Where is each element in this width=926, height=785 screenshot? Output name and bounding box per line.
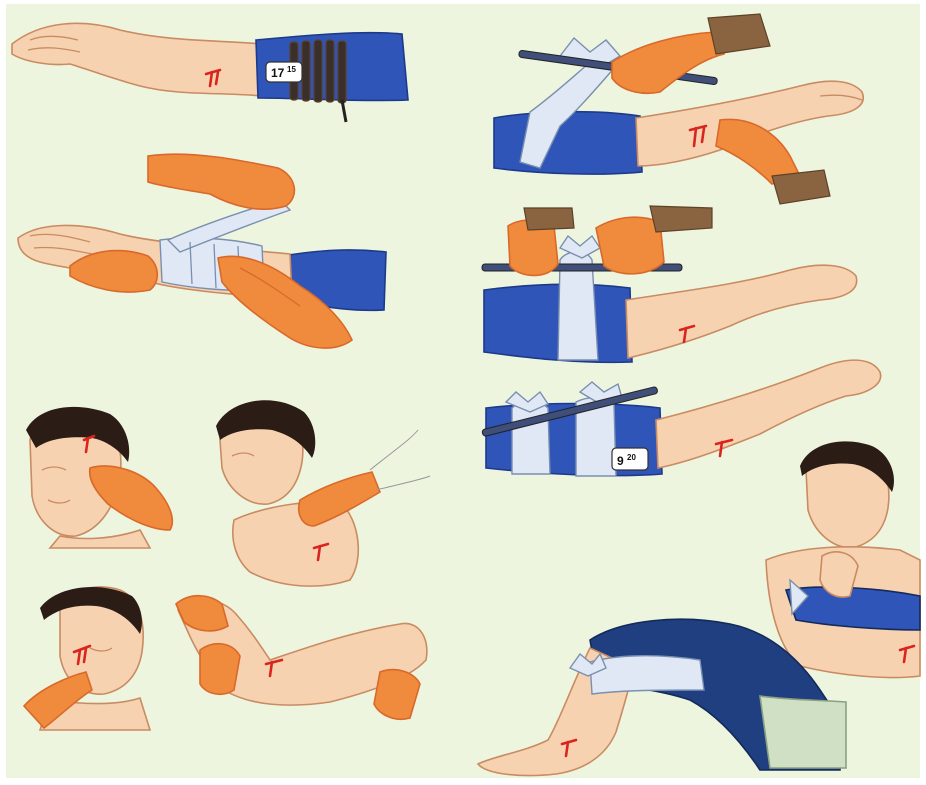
svg-text:9: 9 bbox=[617, 454, 624, 468]
time-note-tag-1: 17 15 bbox=[266, 62, 302, 82]
svg-text:20: 20 bbox=[627, 453, 636, 462]
svg-text:17: 17 bbox=[271, 66, 285, 80]
time-note-tag-2: 9 20 bbox=[612, 448, 648, 470]
svg-text:15: 15 bbox=[287, 65, 296, 74]
